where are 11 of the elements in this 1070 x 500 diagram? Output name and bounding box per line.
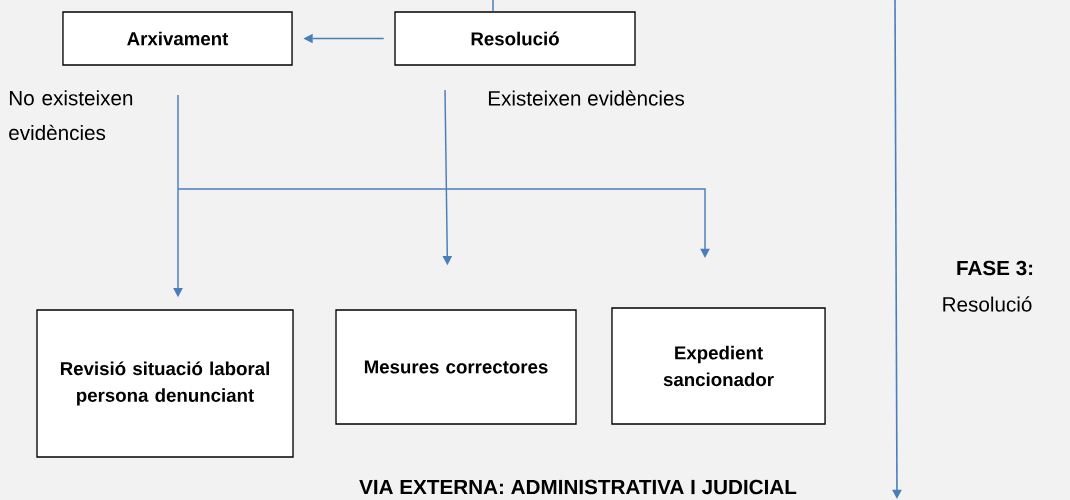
process-box: Mesures correctores xyxy=(335,309,577,425)
process-box: Expedient sancionador xyxy=(611,307,826,425)
process-box: Revisió situació laboral persona denunciant xyxy=(36,309,294,458)
arrow xyxy=(177,188,710,258)
process-box: Resolució xyxy=(394,11,636,66)
note-text: No existeixen evidències xyxy=(9,90,133,141)
heading-text: VIA EXTERNA: ADMINISTRATIVA I JUDICIAL xyxy=(359,479,797,495)
note-text: Resolució xyxy=(943,296,1032,312)
note-text: Existeixen evidències xyxy=(488,90,685,106)
process-box: Arxivament xyxy=(62,11,293,66)
heading-text: FASE 3: xyxy=(957,260,1033,276)
